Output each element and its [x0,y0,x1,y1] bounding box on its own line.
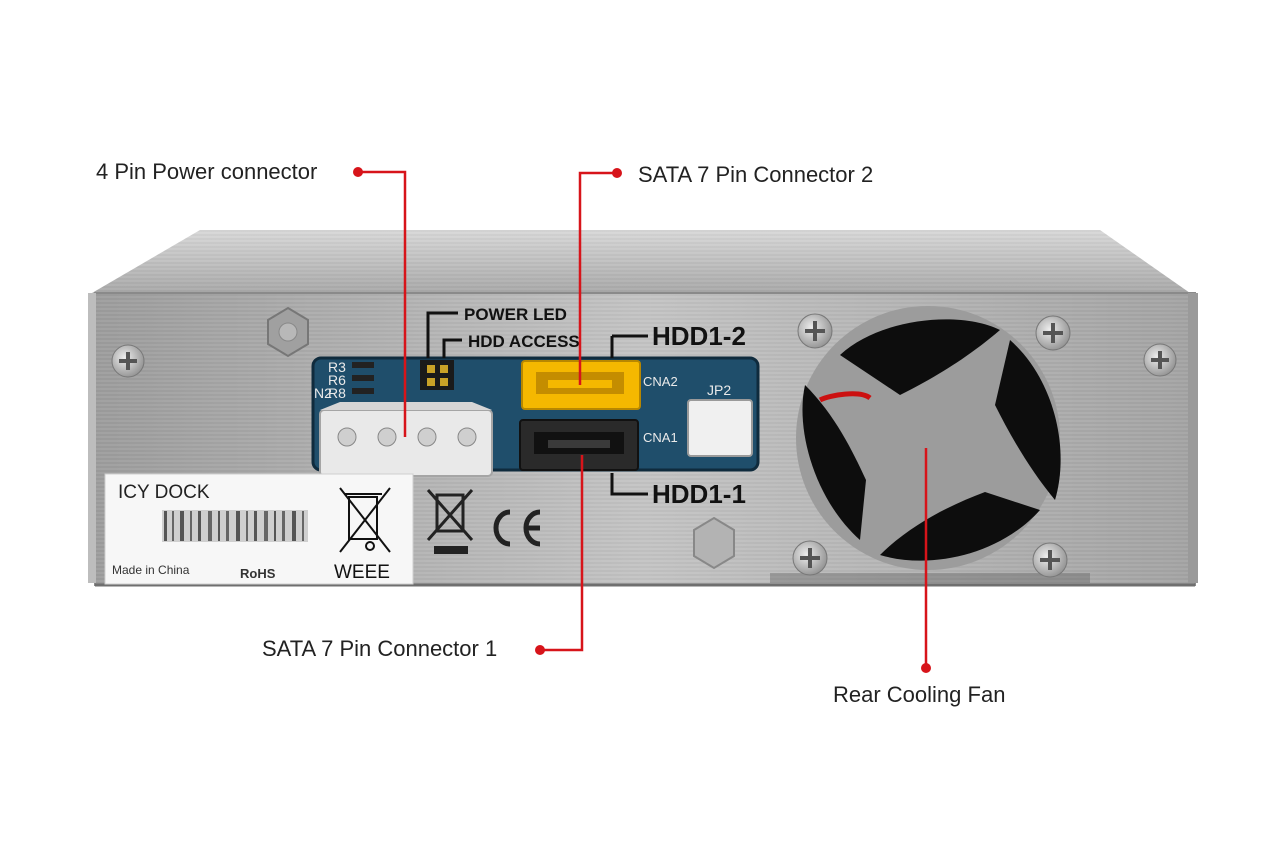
pcb-label-jp2: JP2 [707,382,731,398]
power-led-label: POWER LED [464,305,567,324]
screw-icon [792,540,828,576]
callout-power-connector: 4 Pin Power connector [96,159,318,184]
hdd1-1-label: HDD1-1 [652,479,746,509]
pcb-label-r8: R8 [328,385,346,401]
callout-rear-cooling-fan: Rear Cooling Fan [833,682,1006,707]
sticker-weee: WEEE [334,562,390,583]
sticker-brand: ICY DOCK [118,482,210,503]
hdd-access-label: HDD ACCESS [468,332,580,351]
callout-leaders [358,170,928,668]
pcb-label-cna1: CNA1 [643,430,678,445]
sticker-made-in: Made in China [112,563,190,577]
pcb-label-r3: R3 [328,359,346,375]
pcb-label-cna2: CNA2 [643,374,678,389]
pcb-label-r6: R6 [328,372,346,388]
panel-weee-icon [426,489,474,554]
screw-icon [1143,343,1177,377]
screw-icon [797,313,833,349]
callout-sata-connector-2: SATA 7 Pin Connector 2 [638,162,874,187]
molex-power-connector [319,402,493,477]
hdd1-2-label: HDD1-2 [652,321,746,351]
callout-dots [353,167,931,673]
rear-cooling-fan [796,306,1061,570]
sata-connector-1 [519,419,639,471]
screw-icon [1035,315,1071,351]
weee-bin-icon [339,487,391,553]
ce-mark-icon [493,509,541,547]
sticker-rohs: RoHS [240,566,276,581]
pcb-label-n2: N2 [314,385,332,401]
barcode [162,510,308,542]
callout-sata-connector-1: SATA 7 Pin Connector 1 [262,636,498,661]
led-header [420,360,454,390]
jp2-fan-header [687,399,753,457]
screw-icon [111,344,145,378]
screw-icon [1032,542,1068,578]
